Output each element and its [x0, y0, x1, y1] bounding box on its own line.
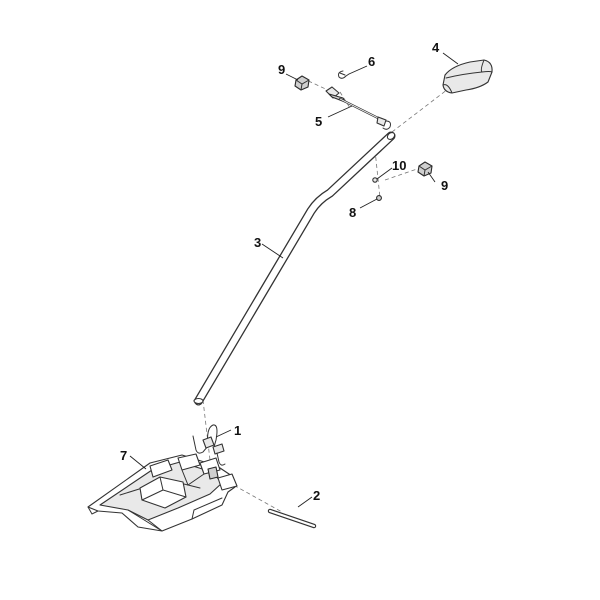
washer-part-10 [372, 177, 378, 183]
callout-1: 1 [234, 423, 241, 438]
leader-lines [129, 52, 459, 508]
callout-10: 10 [392, 158, 406, 173]
pin-part-2 [267, 508, 317, 529]
nut-part-9-upper [294, 75, 310, 91]
nut-part-9-right [417, 161, 433, 177]
callout-8: 8 [349, 205, 356, 220]
rear-flap-part-7 [87, 453, 238, 532]
spring-part-1 [192, 424, 226, 466]
callout-3: 3 [254, 235, 261, 250]
clip-part-6 [338, 70, 350, 79]
callout-6: 6 [368, 54, 375, 69]
callout-9-upper: 9 [278, 62, 285, 77]
callout-9-right: 9 [441, 178, 448, 193]
callout-4: 4 [432, 40, 440, 55]
screw-part-8 [376, 195, 382, 201]
cable-link-part-5 [325, 86, 391, 130]
callout-7: 7 [120, 448, 127, 463]
handle-rod-part-3 [193, 131, 396, 406]
assembly-axes [202, 77, 453, 513]
callout-2: 2 [313, 488, 320, 503]
callout-5: 5 [315, 114, 322, 129]
callout-labels: 9 6 4 5 10 9 8 3 1 7 2 [120, 40, 448, 503]
grip-cap-part-4 [442, 59, 493, 94]
